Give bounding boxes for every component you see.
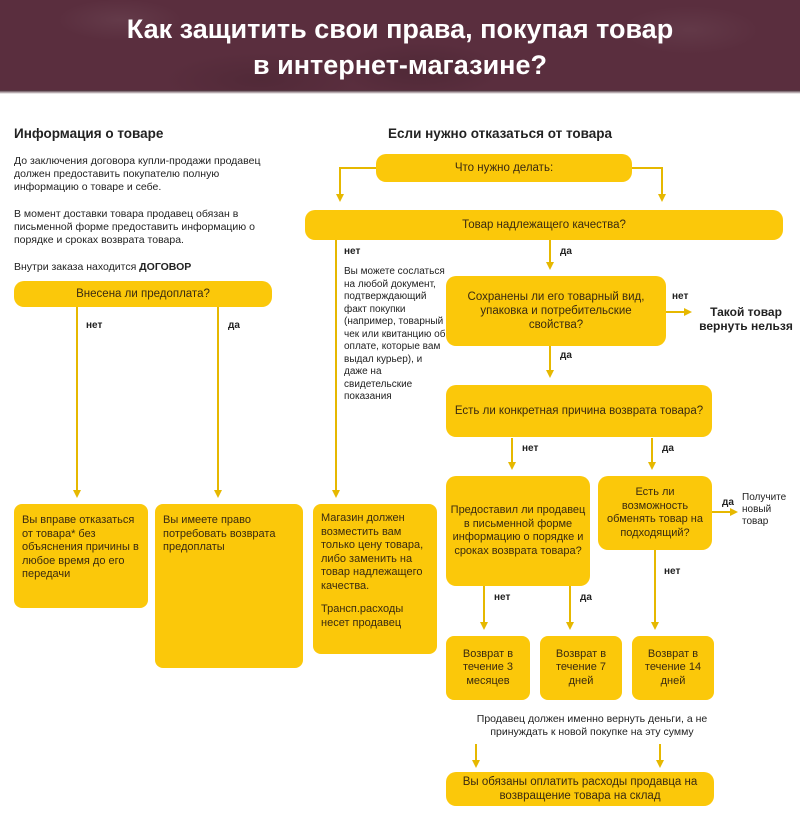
prepayment-yes-label: да [228,320,240,331]
preserved-no-label: нет [672,291,689,302]
exchange-question: Есть ли возможность обменять товар на по… [598,476,712,550]
pay-return-costs-box: Вы обязаны оплатить расходы продавца на … [446,772,714,806]
reason-yes-label: да [662,443,674,454]
transport-costs-text: Трансп.расходы несет продавец [321,603,404,629]
cannot-return-text: Такой товар вернуть нельзя [699,305,793,333]
store-refund-box: Магазин должен возместить вам только цен… [313,504,437,654]
page-title-line2: в интернет-магазине? [253,50,547,80]
written-info-question: Предоставил ли продавец в письменной фор… [446,476,590,586]
preserved-question: Сохранены ли его товарный вид, упаковка … [446,276,666,346]
page-title-line1: Как защитить свои права, покупая товар [126,14,674,44]
proof-of-purchase-text: Вы можете сослаться на любой документ, п… [344,266,446,402]
header-banner: Как защитить свои права, покупая товар в… [0,0,800,90]
prepayment-no-label: нет [86,320,103,331]
exchange-yes-label: да [722,497,734,508]
written-info-no-label: нет [494,592,511,603]
get-new-item-text: Получите новый товар [742,492,787,527]
reason-no-label: нет [522,443,539,454]
exchange-no-label: нет [664,566,681,577]
header-shadow [0,90,800,94]
return-3-months-box: Возврат в течение 3 месяцев [446,636,530,700]
contract-prefix: Внутри заказа находится [14,261,140,273]
return-7-days-box: Возврат в течение 7 дней [540,636,622,700]
refuse-anytime-box: Вы вправе отказаться от товара* без объя… [14,504,148,608]
info-heading: Информация о товаре [14,126,164,141]
contract-word: ДОГОВОР [139,261,192,273]
refund-prepayment-box: Вы имеете право потребовать возврата пре… [155,504,303,668]
info-paragraph-2: В момент доставки товара продавец обязан… [14,208,255,246]
money-return-note: Продавец должен именно вернуть деньги, а… [476,713,708,738]
reason-question: Есть ли конкретная причина возврата това… [446,385,712,437]
contract-note: Внутри заказа находится ДОГОВОР [14,261,274,274]
return-14-days-box: Возврат в течение 14 дней [632,636,714,700]
written-info-yes-label: да [580,592,592,603]
prepayment-question: Внесена ли предоплата? [14,281,272,307]
quality-yes-label: да [560,246,572,257]
preserved-yes-label: да [560,350,572,361]
what-to-do-box: Что нужно делать: [376,154,632,182]
quality-no-label: нет [344,246,361,257]
info-paragraph-1: До заключения договора купли-продажи про… [14,155,261,193]
quality-question: Товар надлежащего качества? [305,210,783,240]
store-refund-text: Магазин должен возместить вам только цен… [321,512,424,592]
refuse-heading: Если нужно отказаться от товара [388,126,613,141]
